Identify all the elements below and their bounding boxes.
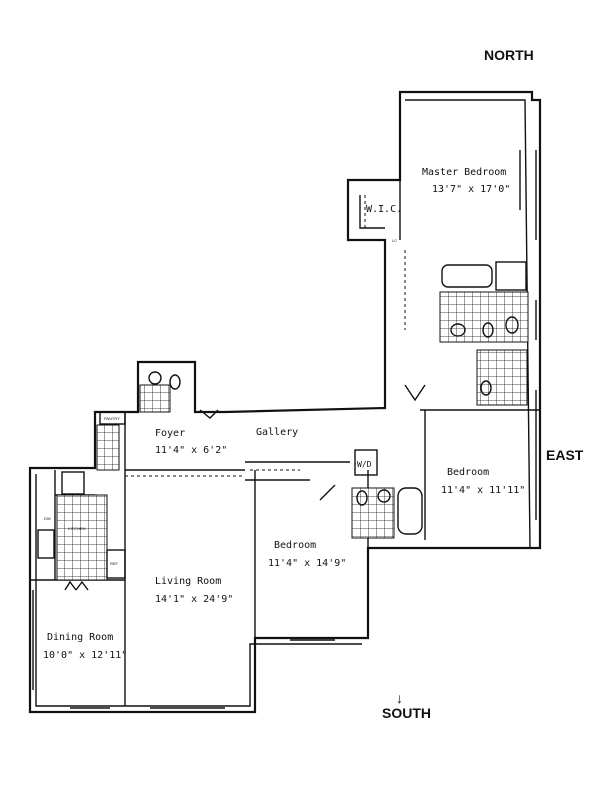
room-size-living-room: 14'1" x 24'9" <box>155 594 233 605</box>
label-dw: DW <box>44 516 51 521</box>
toilet-icon <box>356 490 368 506</box>
compass-south-arrow: ↓ <box>396 690 403 706</box>
bathtub-icon <box>397 487 423 535</box>
bathtub-icon <box>441 264 493 288</box>
room-name-master-bedroom: Master Bedroom <box>422 167 506 178</box>
exterior-walls <box>28 90 542 714</box>
fixtures <box>37 261 527 579</box>
washer-dryer-icon <box>354 449 378 476</box>
refrigerator-icon <box>106 549 126 579</box>
room-name-bedroom-east: Bedroom <box>447 467 489 478</box>
sink-icon <box>505 316 519 334</box>
room-name-bedroom-south: Bedroom <box>274 540 316 551</box>
room-size-foyer: 11'4" x 6'2" <box>155 445 227 456</box>
room-name-living-room: Living Room <box>155 576 221 587</box>
label-kitchen: KITCHEN <box>68 526 86 531</box>
label-wd: W/D <box>357 460 372 469</box>
toilet-icon <box>480 380 492 396</box>
stove-icon <box>61 471 85 495</box>
label-wic: W.I.C. <box>366 204 402 215</box>
label-lc: LC <box>392 238 397 243</box>
room-name-dining-room: Dining Room <box>47 632 113 643</box>
shower-icon <box>495 261 527 291</box>
toilet-icon <box>482 322 494 338</box>
labels: NORTH EAST ↓ SOUTH Master Bedroom 13'7" … <box>43 47 584 721</box>
sink-icon <box>377 489 391 503</box>
windows <box>32 150 537 709</box>
sink-icon <box>148 371 162 385</box>
toilet-icon <box>169 374 181 390</box>
kitchen-sink-icon <box>37 529 55 559</box>
room-size-dining-room: 10'0" x 12'11" <box>43 650 127 661</box>
compass-north: NORTH <box>484 47 534 63</box>
compass-south: SOUTH <box>382 705 431 721</box>
room-name-gallery: Gallery <box>256 427 298 438</box>
room-name-foyer: Foyer <box>155 428 185 439</box>
room-size-bedroom-east: 11'4" x 11'11" <box>441 485 525 496</box>
room-size-master-bedroom: 13'7" x 17'0" <box>432 184 510 195</box>
room-size-bedroom-south: 11'4" x 14'9" <box>268 558 346 569</box>
interior-walls <box>30 180 540 706</box>
compass-east: EAST <box>546 447 584 463</box>
label-ref: REF <box>110 561 119 566</box>
label-pantry: PANTRY <box>104 416 120 421</box>
sink-icon <box>450 323 466 337</box>
